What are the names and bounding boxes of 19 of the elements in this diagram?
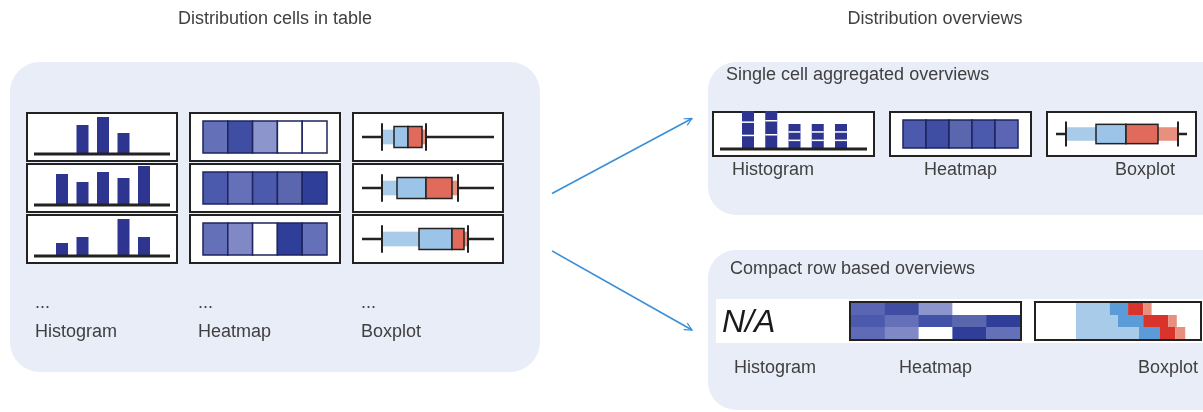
chart-label: Boxplot bbox=[1114, 159, 1175, 180]
chart-label: Heatmap bbox=[923, 159, 997, 180]
chart-label: Heatmap bbox=[898, 357, 972, 378]
panel-heading: Compact row based overviews bbox=[730, 258, 976, 279]
chart-label: Histogram bbox=[734, 357, 817, 378]
chart-label: Boxplot bbox=[1137, 357, 1198, 378]
panel-heading: Distribution cells in table bbox=[177, 8, 373, 29]
arrow bbox=[551, 117, 693, 195]
chart-label: Boxplot bbox=[361, 321, 422, 342]
chart-label: Heatmap bbox=[198, 321, 272, 342]
ellipsis-text: ... bbox=[361, 292, 376, 313]
chart-label: Histogram bbox=[732, 159, 815, 180]
ellipsis-text: ... bbox=[198, 292, 213, 313]
section-title: Distribution overviews bbox=[847, 8, 1023, 29]
ellipsis-text: ... bbox=[35, 292, 50, 313]
arrow bbox=[551, 250, 693, 331]
chart-label: Histogram bbox=[35, 321, 118, 342]
not-available-text: N/A bbox=[721, 302, 776, 340]
panel-heading: Single cell aggregated overviews bbox=[726, 64, 990, 85]
